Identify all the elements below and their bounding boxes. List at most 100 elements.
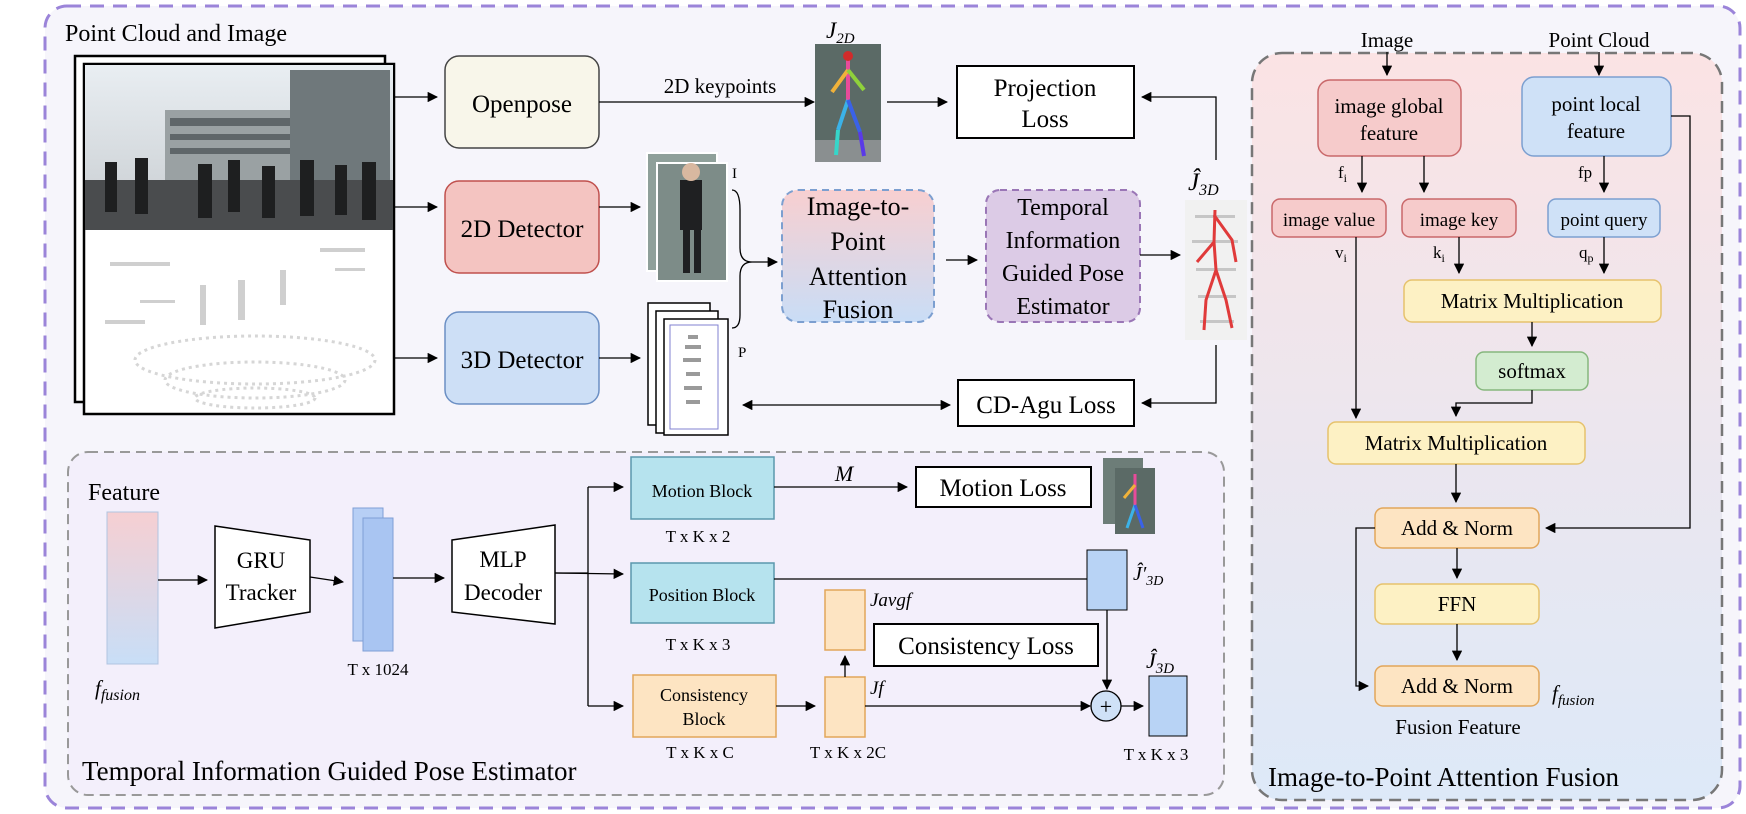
arrow-to-1024: [309, 575, 345, 586]
openpose-label: Openpose: [472, 91, 572, 118]
add-norm-2-label: Add & Norm: [1401, 674, 1513, 698]
detector-2d-box: [444, 180, 600, 274]
j3d-output-bar: [1148, 675, 1188, 737]
fusion-feature-bar: [106, 511, 159, 665]
point-query-label: point query: [1560, 210, 1648, 231]
fusion-f-label: ffusion: [1552, 681, 1595, 709]
matmul2-label: Matrix Multiplication: [1365, 431, 1548, 455]
detector-3d-label: 3D Detector: [461, 347, 585, 374]
point-local-feature-box: [1521, 76, 1672, 157]
motion-block: [630, 456, 775, 520]
consistency-block-line1: Consistency: [660, 685, 748, 705]
temporal-panel-title: Temporal Information Guided Pose Estimat…: [82, 756, 577, 786]
projection-loss-box: [956, 65, 1135, 139]
j2d-label: J2D: [826, 18, 855, 47]
motion-figure: [1103, 458, 1155, 534]
image-global-feature-box: [1317, 79, 1462, 157]
keypoints-label: 2D keypoints: [664, 74, 777, 98]
temporal-line1: Temporal: [1017, 195, 1109, 221]
detector-2d-label: 2D Detector: [461, 216, 585, 243]
predicted-3d-skeleton: [1185, 200, 1247, 340]
jprime-3d-label: Ĵ′3D: [1133, 561, 1163, 589]
ki-label: ki: [1433, 243, 1446, 265]
i2p-fusion-line4: Fusion: [823, 295, 894, 324]
fusion-feature-label: Fusion Feature: [1395, 715, 1520, 739]
consistency-block-line2: Block: [683, 709, 726, 729]
javgf-bar: [824, 589, 866, 651]
mlp-line2: Decoder: [464, 580, 542, 605]
f-fusion-label: ffusion: [95, 676, 140, 704]
feature-label: Feature: [88, 480, 160, 506]
fi-label: fi: [1338, 163, 1348, 185]
mlp-decoder-box: [451, 524, 556, 625]
temporal-line3: Guided Pose: [1002, 261, 1124, 287]
plus-sign: +: [1100, 694, 1112, 719]
label-P: P: [738, 345, 746, 361]
point-cloud-scan: [105, 248, 377, 410]
motion-loss-label: Motion Loss: [939, 475, 1066, 502]
jf-label: Jf: [870, 678, 886, 699]
point-local-line1: point local: [1551, 92, 1640, 116]
jf-bar: [824, 676, 866, 738]
point-local-line2: feature: [1567, 119, 1625, 143]
cd-agu-loss-label: CD-Agu Loss: [976, 392, 1116, 419]
cd-agu-loss-box: [957, 379, 1135, 427]
projection-loss-line2: Loss: [1021, 106, 1068, 133]
consistency-loss-label: Consistency Loss: [898, 633, 1074, 660]
arrow-softmax-to-mm2: [1450, 390, 1533, 418]
image-global-line2: feature: [1360, 121, 1418, 145]
qp-label: qp: [1579, 243, 1594, 265]
consistency-dim: T x K x C: [666, 743, 734, 762]
i2p-fusion-line2: Point: [831, 227, 887, 256]
consistency-loss-box: [873, 623, 1099, 667]
consistency-block: [632, 674, 777, 738]
motion-block-label: Motion Block: [652, 481, 753, 501]
position-block: [630, 562, 775, 624]
image-key-label: image key: [1420, 210, 1499, 231]
projection-loss-line1: Projection: [994, 75, 1097, 102]
temporal-line4: Estimator: [1016, 294, 1109, 320]
position-block-label: Position Block: [649, 585, 756, 605]
i2p-fusion-line3: Attention: [809, 262, 907, 291]
gru-line2: Tracker: [226, 580, 297, 605]
arrow-to-cd-loss: [1140, 345, 1217, 409]
image-global-line1: image global: [1334, 94, 1443, 118]
softmax-label: softmax: [1498, 359, 1566, 383]
motion-dim: T x K x 2: [666, 527, 731, 546]
gru-line1: GRU: [237, 548, 286, 573]
M-label: M: [834, 461, 855, 486]
input-image-label: Image: [1361, 28, 1413, 52]
image-value-box: [1271, 198, 1387, 238]
image-value-label: image value: [1283, 210, 1375, 231]
matmul1-label: Matrix Multiplication: [1441, 289, 1624, 313]
jf-dim: T x K x 2C: [810, 743, 886, 762]
point-crops-3d: [647, 302, 729, 436]
add-norm-1-label: Add & Norm: [1401, 516, 1513, 540]
input-point-cloud-label: Point Cloud: [1549, 28, 1650, 52]
j3d-output-label: Ĵ3D: [1146, 648, 1174, 677]
fp-label: fp: [1578, 163, 1592, 182]
i2p-fusion-node: [781, 189, 935, 323]
arrow-to-projection-loss: [1140, 91, 1217, 160]
hidden-feature-front: [362, 517, 394, 652]
add-norm-2-box: [1374, 665, 1540, 707]
input-image-stack: [73, 54, 396, 416]
fusion-panel-title: Image-to-Point Attention Fusion: [1268, 762, 1619, 792]
residual-addnorm: [1355, 527, 1375, 692]
residual-point-feature: [1544, 115, 1691, 534]
gru-tracker-box: [214, 525, 311, 629]
jprime-3d-bar: [1086, 549, 1128, 611]
j3d-label: Ĵ3D: [1188, 168, 1219, 199]
temporal-node: [985, 189, 1141, 323]
temporal-line2: Information: [1006, 228, 1121, 254]
vi-label: vi: [1335, 243, 1348, 265]
section-title-point-cloud-image: Point Cloud and Image: [65, 21, 287, 47]
arrow-to-position: [554, 568, 625, 580]
motion-loss-box: [915, 466, 1092, 508]
ffn-label: FFN: [1438, 592, 1477, 616]
position-dim: T x K x 3: [666, 635, 731, 654]
javgf-label: Javgf: [870, 590, 914, 611]
mlp-line1: MLP: [479, 547, 526, 572]
